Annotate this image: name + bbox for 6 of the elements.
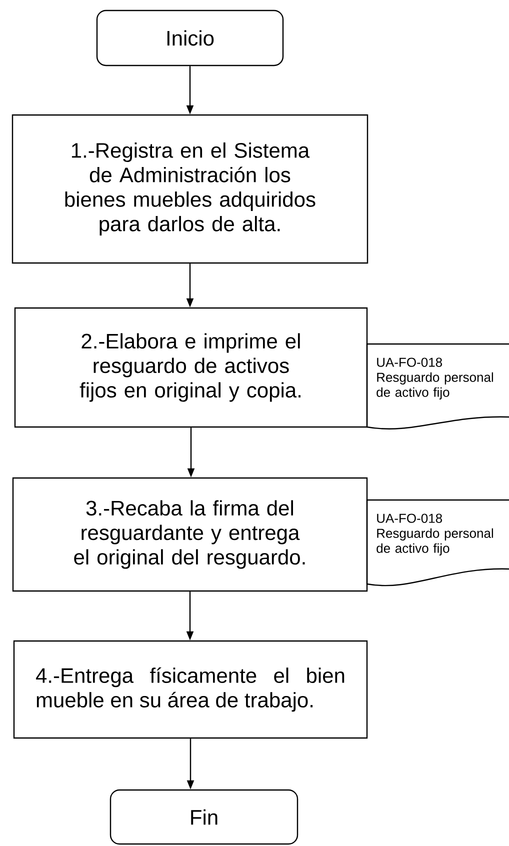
terminal-box: Inicio: [96, 10, 284, 66]
process-box: 1.-Registra en el Sistema de Administración los bienes muebles adquiridos para darlos de alta.: [12, 114, 368, 264]
process-box: 4.-Entrega físicamente el bien mueble en su área de trabajo.: [13, 640, 368, 739]
process-box: 2.-Elabora e imprime el resguardo de activos fijos en original y copia.: [14, 307, 368, 428]
terminal-box: Fin: [110, 789, 298, 845]
process-box: 3.-Recaba la firma del resguardante y entrega el original del resguardo.: [12, 477, 368, 592]
